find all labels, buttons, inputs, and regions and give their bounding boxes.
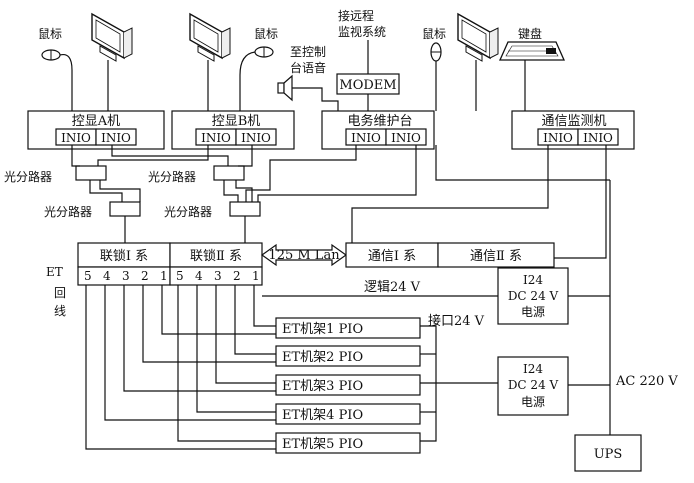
- et-rack-3: [275, 374, 421, 396]
- inio-a2: [95, 128, 137, 146]
- comm-2-box: [437, 242, 555, 268]
- et-rack-5-label: ET机架5 PIO: [282, 437, 363, 452]
- comm-1-label: 通信Ⅰ 系: [368, 249, 416, 264]
- interlock-1-box: [77, 242, 171, 268]
- svg-text:5: 5: [176, 269, 184, 283]
- et-rack-4-label: ET机架4 PIO: [282, 408, 363, 423]
- keyboard-label: 键盘: [518, 26, 542, 41]
- svg-text:INIO: INIO: [351, 131, 381, 145]
- svg-text:电源: 电源: [521, 305, 545, 319]
- svg-text:I24: I24: [523, 362, 543, 376]
- splitter-label-3: 光分路器: [44, 204, 92, 219]
- ports-1: 5 4 3 2 1: [84, 269, 168, 283]
- splitter-4: [229, 201, 261, 217]
- et-rack-1-label: ET机架1 PIO: [282, 322, 363, 337]
- svg-text:INIO: INIO: [101, 131, 131, 145]
- svg-text:DC 24 V: DC 24 V: [508, 378, 559, 392]
- interface-24v-label: 接口24 V: [428, 313, 485, 329]
- monitor-icon-a: [91, 12, 133, 62]
- to-console-label-2: 台语音: [290, 60, 326, 75]
- loop-label-1: 回: [54, 286, 66, 300]
- svg-text:2: 2: [141, 269, 149, 283]
- svg-text:电源: 电源: [521, 395, 545, 409]
- ports-2: 5 4 3 2 1: [176, 269, 260, 283]
- lan-label: 125 M Lan: [268, 248, 340, 263]
- to-console-label-1: 至控制: [290, 45, 326, 59]
- ac-220v-label: AC 220 V: [615, 374, 678, 389]
- remote-monitor-label-2: 监视系统: [338, 24, 386, 39]
- comm-1-box: [345, 242, 439, 268]
- svg-text:4: 4: [195, 269, 203, 283]
- et-rack-1: [275, 317, 421, 339]
- svg-text:2: 2: [233, 269, 241, 283]
- loop-label-2: 线: [54, 304, 66, 318]
- svg-text:DC 24 V: DC 24 V: [508, 289, 559, 303]
- mouse-label-b: 鼠标: [254, 27, 278, 41]
- svg-text:3: 3: [122, 269, 130, 283]
- monitor-icon-c: [457, 12, 499, 62]
- psu-2: [497, 356, 569, 416]
- svg-text:3: 3: [214, 269, 222, 283]
- remote-monitor-label-1: 接远程: [338, 8, 374, 23]
- modem-label: MODEM: [339, 78, 396, 93]
- et-rack-2: [275, 345, 421, 367]
- svg-text:INIO: INIO: [391, 131, 421, 145]
- et-label: ET: [46, 265, 63, 279]
- kongxian-a-label: 控显A机: [72, 114, 120, 129]
- inio-d2: [385, 128, 427, 146]
- inio-t2: [577, 128, 619, 146]
- svg-text:I24: I24: [523, 273, 543, 287]
- et-rack-4: [275, 403, 421, 425]
- svg-text:1: 1: [160, 269, 168, 283]
- svg-text:INIO: INIO: [201, 131, 231, 145]
- speaker-icon: [277, 74, 293, 102]
- splitter-label-2: 光分路器: [148, 169, 196, 184]
- monitor-icon-b: [189, 12, 231, 62]
- et-rack-5: [275, 432, 421, 454]
- splitter-label-1: 光分路器: [4, 169, 52, 184]
- splitter-2: [213, 165, 245, 181]
- interlock-2-box: [169, 242, 263, 268]
- svg-text:INIO: INIO: [241, 131, 271, 145]
- comm-2-label: 通信Ⅱ 系: [470, 249, 522, 264]
- svg-text:INIO: INIO: [583, 131, 613, 145]
- mouse-label-c: 鼠标: [422, 27, 446, 41]
- et-rack-3-label: ET机架3 PIO: [282, 379, 363, 394]
- mouse-label-a: 鼠标: [38, 27, 62, 41]
- svg-text:INIO: INIO: [61, 131, 91, 145]
- splitter-label-4: 光分路器: [164, 204, 212, 219]
- svg-text:4: 4: [103, 269, 111, 283]
- svg-text:1: 1: [252, 269, 260, 283]
- et-rack-2-label: ET机架2 PIO: [282, 350, 363, 365]
- svg-text:5: 5: [84, 269, 92, 283]
- logic-24v-label: 逻辑24 V: [364, 280, 421, 295]
- keyboard-icon: [498, 41, 566, 61]
- inio-b2: [235, 128, 277, 146]
- splitter-1: [75, 165, 107, 181]
- ups-label: UPS: [594, 447, 623, 462]
- ups-box: [574, 434, 642, 472]
- tongxin-jiance-label: 通信监测机: [541, 114, 606, 129]
- interlock-1-label: 联锁Ⅰ 系: [100, 248, 148, 264]
- kongxian-b-label: 控显B机: [212, 114, 261, 129]
- dianwu-label: 电务维护台: [347, 113, 412, 129]
- psu-1: [497, 267, 569, 325]
- interlock-2-label: 联锁Ⅱ 系: [190, 248, 242, 264]
- svg-text:INIO: INIO: [543, 131, 573, 145]
- splitter-3: [109, 201, 141, 217]
